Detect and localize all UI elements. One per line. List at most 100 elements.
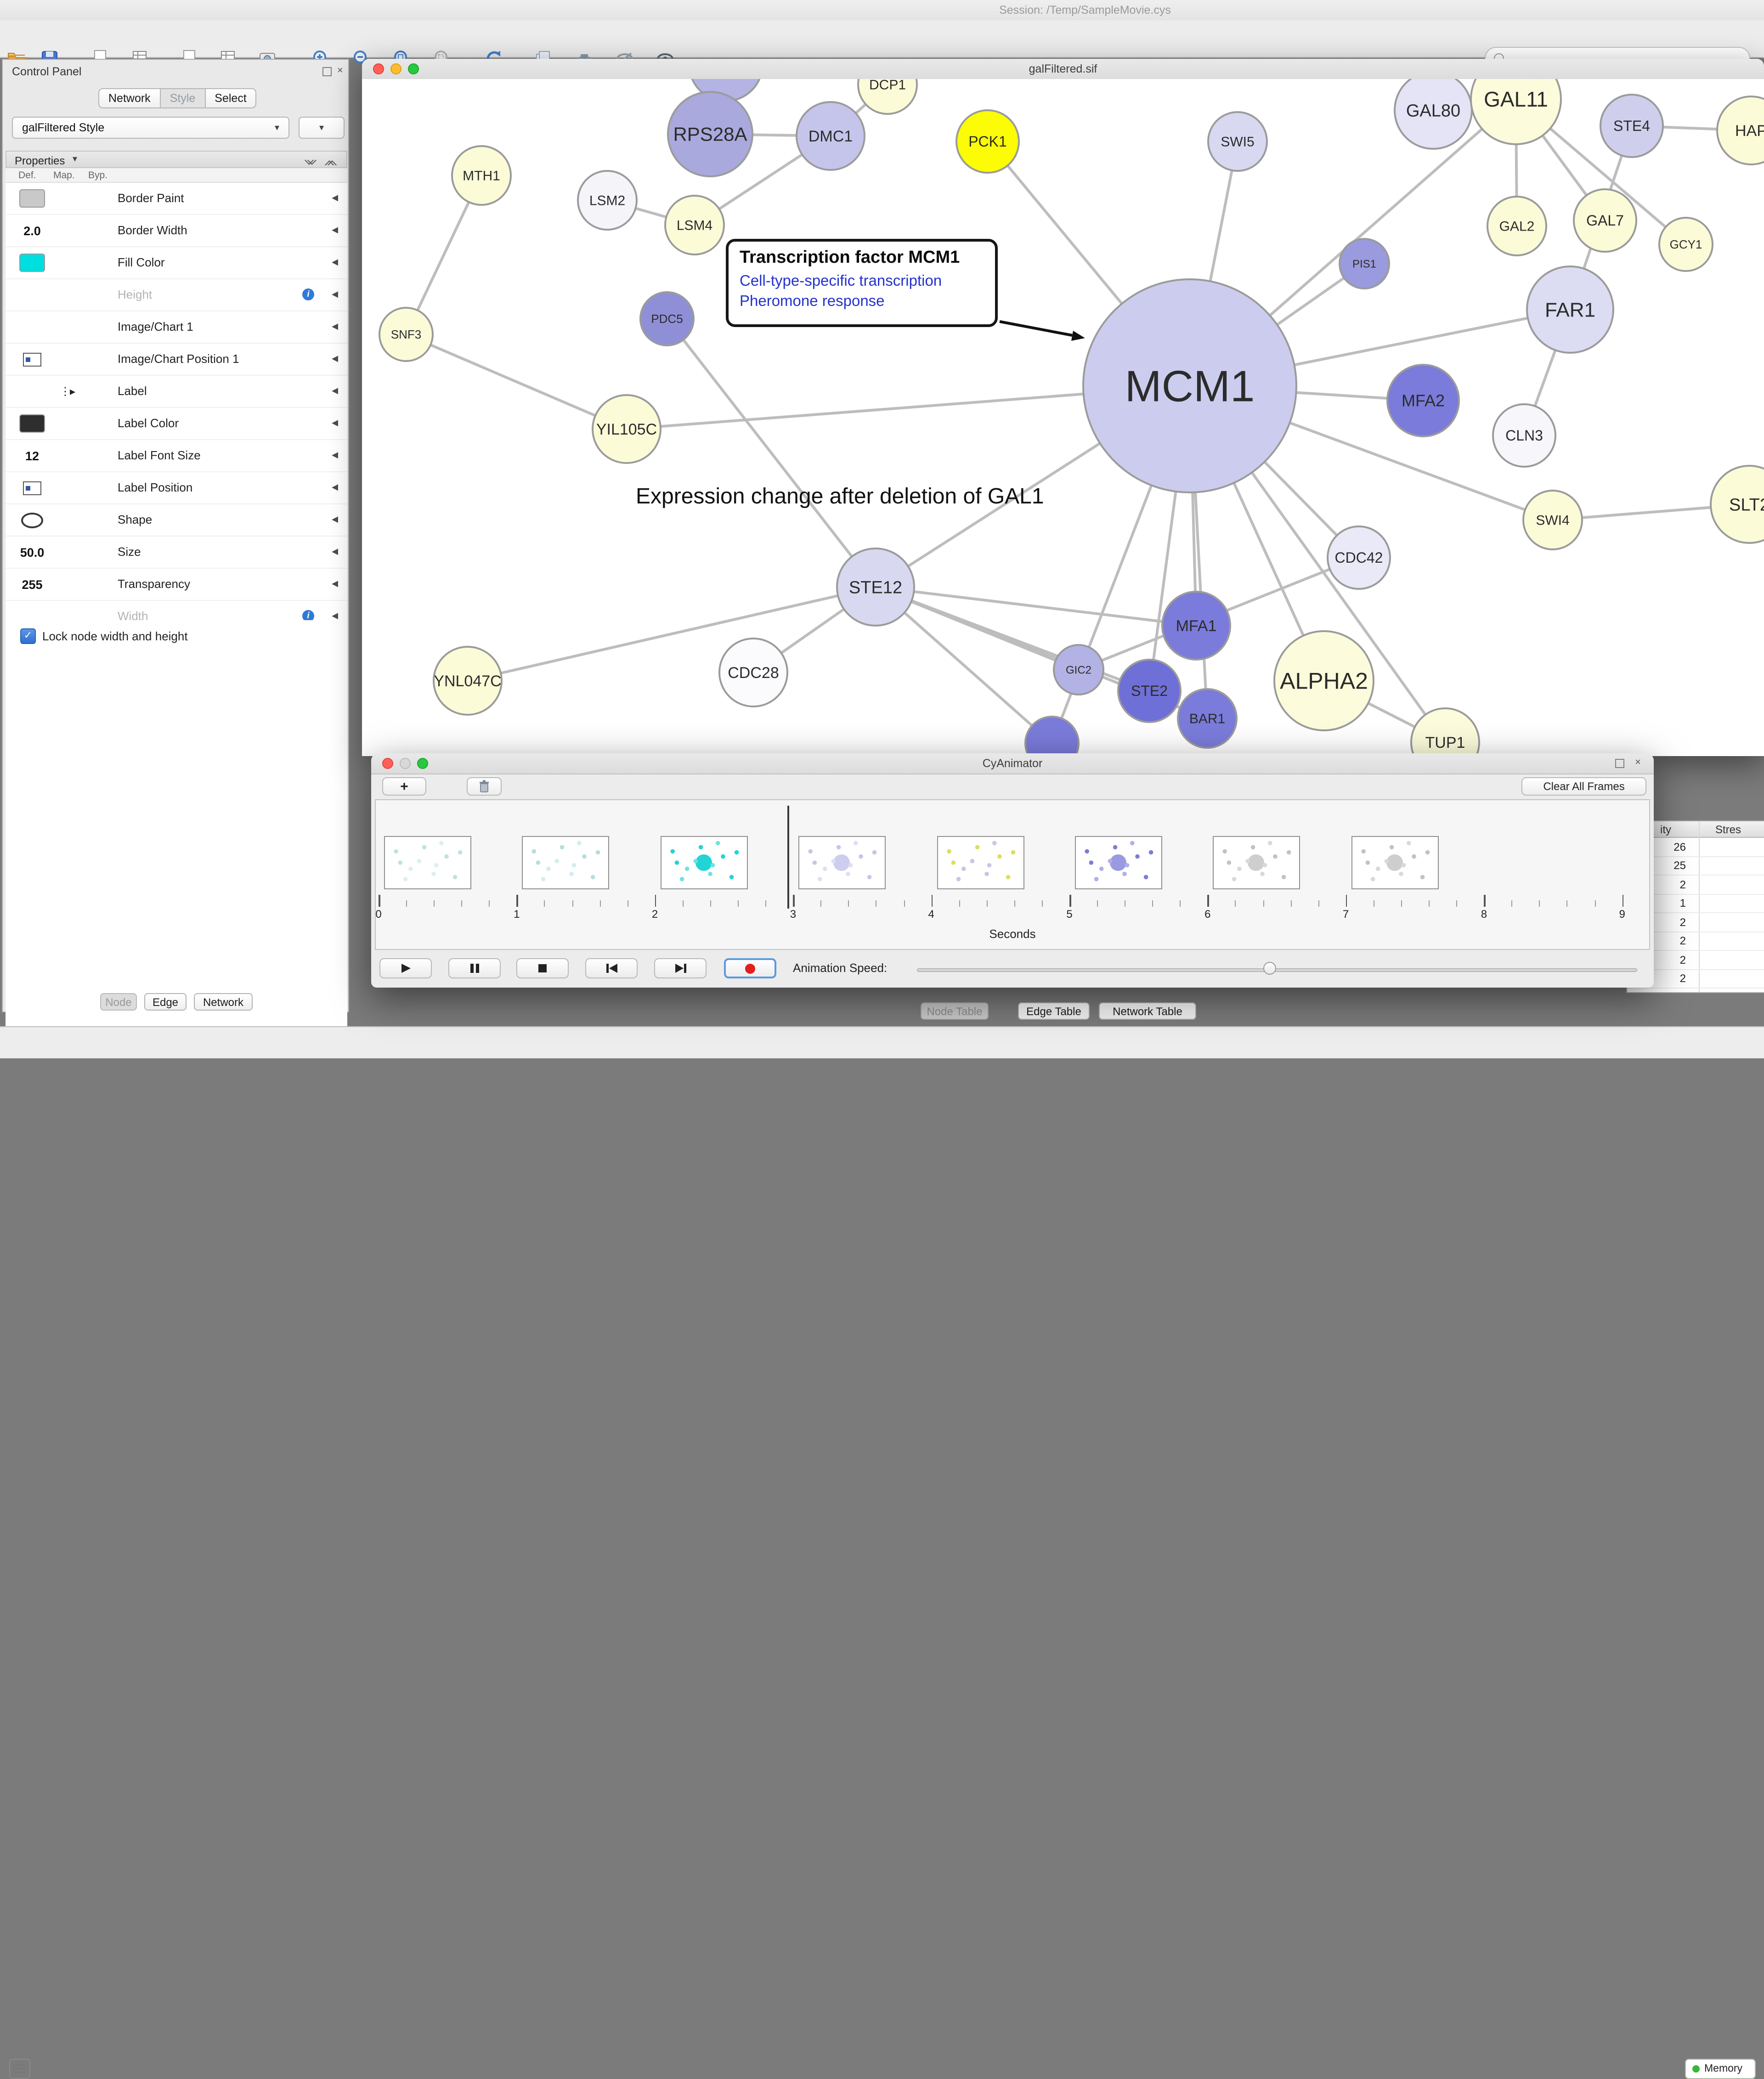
expand-arrow-icon[interactable]: [332, 354, 338, 364]
expand-arrow-icon[interactable]: [332, 193, 338, 203]
expand-arrow-icon[interactable]: [332, 579, 338, 589]
property-row-label-color[interactable]: Label Color: [6, 408, 347, 440]
graph-node-cdc28[interactable]: CDC28: [718, 638, 788, 707]
expand-arrow-icon[interactable]: [332, 225, 338, 235]
clear-all-frames-button[interactable]: Clear All Frames: [1521, 777, 1646, 796]
graph-node-gal80[interactable]: GAL80: [1394, 79, 1473, 150]
canvas-caption[interactable]: Expression change after deletion of GAL1: [636, 484, 1044, 509]
collapse-all-icon[interactable]: [305, 153, 317, 166]
graph-node-mfa1[interactable]: MFA1: [1161, 591, 1231, 661]
add-frame-button[interactable]: +: [382, 777, 426, 796]
tab-network-table[interactable]: Network Table: [1099, 1002, 1196, 1020]
annotation-link[interactable]: Cell-type-specific transcription: [740, 273, 942, 289]
lock-size-checkbox[interactable]: ✓: [20, 628, 36, 644]
graph-node-ynl047c[interactable]: YNL047C: [433, 646, 503, 716]
transparency-default[interactable]: 255: [22, 577, 43, 591]
property-row-label[interactable]: ⋮▸ Label: [6, 376, 347, 408]
graph-node-gal2[interactable]: GAL2: [1487, 196, 1547, 256]
fill-color-swatch[interactable]: [19, 254, 45, 272]
expand-arrow-icon[interactable]: [332, 450, 338, 460]
graph-node-rps28a[interactable]: RPS28A: [667, 91, 753, 177]
tab-edge-table[interactable]: Edge Table: [1018, 1002, 1090, 1020]
graph-node-ste4[interactable]: STE4: [1600, 94, 1664, 158]
property-row-image-chart-1[interactable]: Image/Chart 1: [6, 311, 347, 344]
graph-node-mfa2[interactable]: MFA2: [1386, 364, 1460, 437]
passthrough-mapping-icon[interactable]: ⋮▸: [59, 385, 75, 398]
graph-node-dcp1[interactable]: DCP1: [857, 79, 918, 115]
memory-indicator[interactable]: Memory: [1685, 2059, 1756, 2079]
label-font-size-default[interactable]: 12: [25, 449, 40, 463]
position-icon[interactable]: [23, 481, 41, 495]
expand-arrow-icon[interactable]: [332, 322, 338, 332]
annotation-link[interactable]: Pheromone response: [740, 293, 885, 310]
float-window-icon[interactable]: [1615, 759, 1624, 768]
graph-node-hap[interactable]: HAP: [1716, 96, 1764, 165]
frame-thumbnail[interactable]: [1075, 836, 1162, 889]
timeline-playhead[interactable]: [787, 806, 790, 909]
speed-slider-track[interactable]: [917, 968, 1637, 972]
table-row[interactable]: 25: [1627, 857, 1764, 876]
property-row-border-width[interactable]: 2.0 Border Width: [6, 215, 347, 247]
graph-node-alpha2[interactable]: ALPHA2: [1273, 630, 1374, 731]
expand-arrow-icon[interactable]: [332, 418, 338, 428]
expand-arrow-icon[interactable]: [332, 514, 338, 525]
table-row[interactable]: 26: [1627, 838, 1764, 857]
info-icon[interactable]: [302, 288, 314, 300]
table-row[interactable]: 2: [1627, 951, 1764, 970]
graph-node-snf3[interactable]: SNF3: [379, 307, 434, 362]
float-window-icon[interactable]: [322, 67, 332, 76]
minimize-traffic-light[interactable]: [390, 63, 401, 74]
zoom-traffic-light[interactable]: [408, 63, 419, 74]
tab-style[interactable]: Style: [159, 88, 206, 108]
graph-node-far1[interactable]: FAR1: [1526, 266, 1614, 354]
cyanimator-titlebar[interactable]: CyAnimator ×: [371, 753, 1654, 774]
expand-arrow-icon[interactable]: [332, 547, 338, 557]
label-color-swatch[interactable]: [19, 414, 45, 433]
graph-edge[interactable]: [875, 586, 1197, 627]
pause-button[interactable]: [448, 958, 501, 978]
property-row-height[interactable]: Height: [6, 279, 347, 311]
frame-thumbnail[interactable]: [1351, 836, 1439, 889]
property-row-fill-color[interactable]: Fill Color: [6, 247, 347, 279]
close-traffic-light[interactable]: [382, 758, 393, 769]
go-to-start-button[interactable]: [585, 958, 638, 978]
graph-edge[interactable]: [405, 333, 628, 430]
graph-node-mcm1[interactable]: MCM1: [1082, 278, 1297, 493]
graph-node-gal11[interactable]: GAL11: [1470, 79, 1562, 145]
delete-frame-button[interactable]: [467, 777, 502, 796]
go-to-end-button[interactable]: [654, 958, 707, 978]
graph-node-pis1[interactable]: PIS1: [1339, 238, 1390, 289]
graph-node-lsm2[interactable]: LSM2: [577, 170, 638, 231]
record-button[interactable]: [724, 958, 776, 978]
info-icon[interactable]: [302, 610, 314, 622]
graph-node-cdc42[interactable]: CDC42: [1327, 525, 1391, 590]
style-selector[interactable]: galFiltered Style ▾: [12, 117, 289, 139]
graph-node-pck1[interactable]: PCK1: [956, 109, 1020, 174]
size-default[interactable]: 50.0: [20, 545, 45, 559]
expand-arrow-icon[interactable]: [332, 289, 338, 299]
table-row[interactable]: 1: [1627, 894, 1764, 913]
property-row-shape[interactable]: Shape: [6, 504, 347, 537]
graph-node-swi5[interactable]: SWI5: [1207, 111, 1268, 172]
zoom-traffic-light[interactable]: [417, 758, 428, 769]
play-button[interactable]: [379, 958, 432, 978]
sheet-tab-network[interactable]: Network: [194, 993, 253, 1011]
frame-thumbnail[interactable]: [937, 836, 1024, 889]
graph-node-lsm4[interactable]: LSM4: [664, 195, 725, 255]
tab-node-table[interactable]: Node Table: [921, 1002, 989, 1020]
graph-node-swi4[interactable]: SWI4: [1522, 490, 1583, 550]
tab-select[interactable]: Select: [204, 88, 257, 108]
frame-thumbnail[interactable]: [1213, 836, 1300, 889]
tab-network[interactable]: Network: [98, 88, 161, 108]
graph-node-tup1[interactable]: TUP1: [1410, 707, 1480, 756]
annotation-box[interactable]: Transcription factor MCM1 Cell-type-spec…: [726, 239, 998, 327]
graph-node-ste12[interactable]: STE12: [836, 548, 915, 627]
style-options-button[interactable]: ▾: [299, 117, 345, 139]
expand-arrow-icon[interactable]: [332, 386, 338, 396]
graph-edge[interactable]: [666, 318, 877, 588]
expand-arrow-icon[interactable]: [332, 482, 338, 492]
position-icon[interactable]: [23, 352, 41, 366]
